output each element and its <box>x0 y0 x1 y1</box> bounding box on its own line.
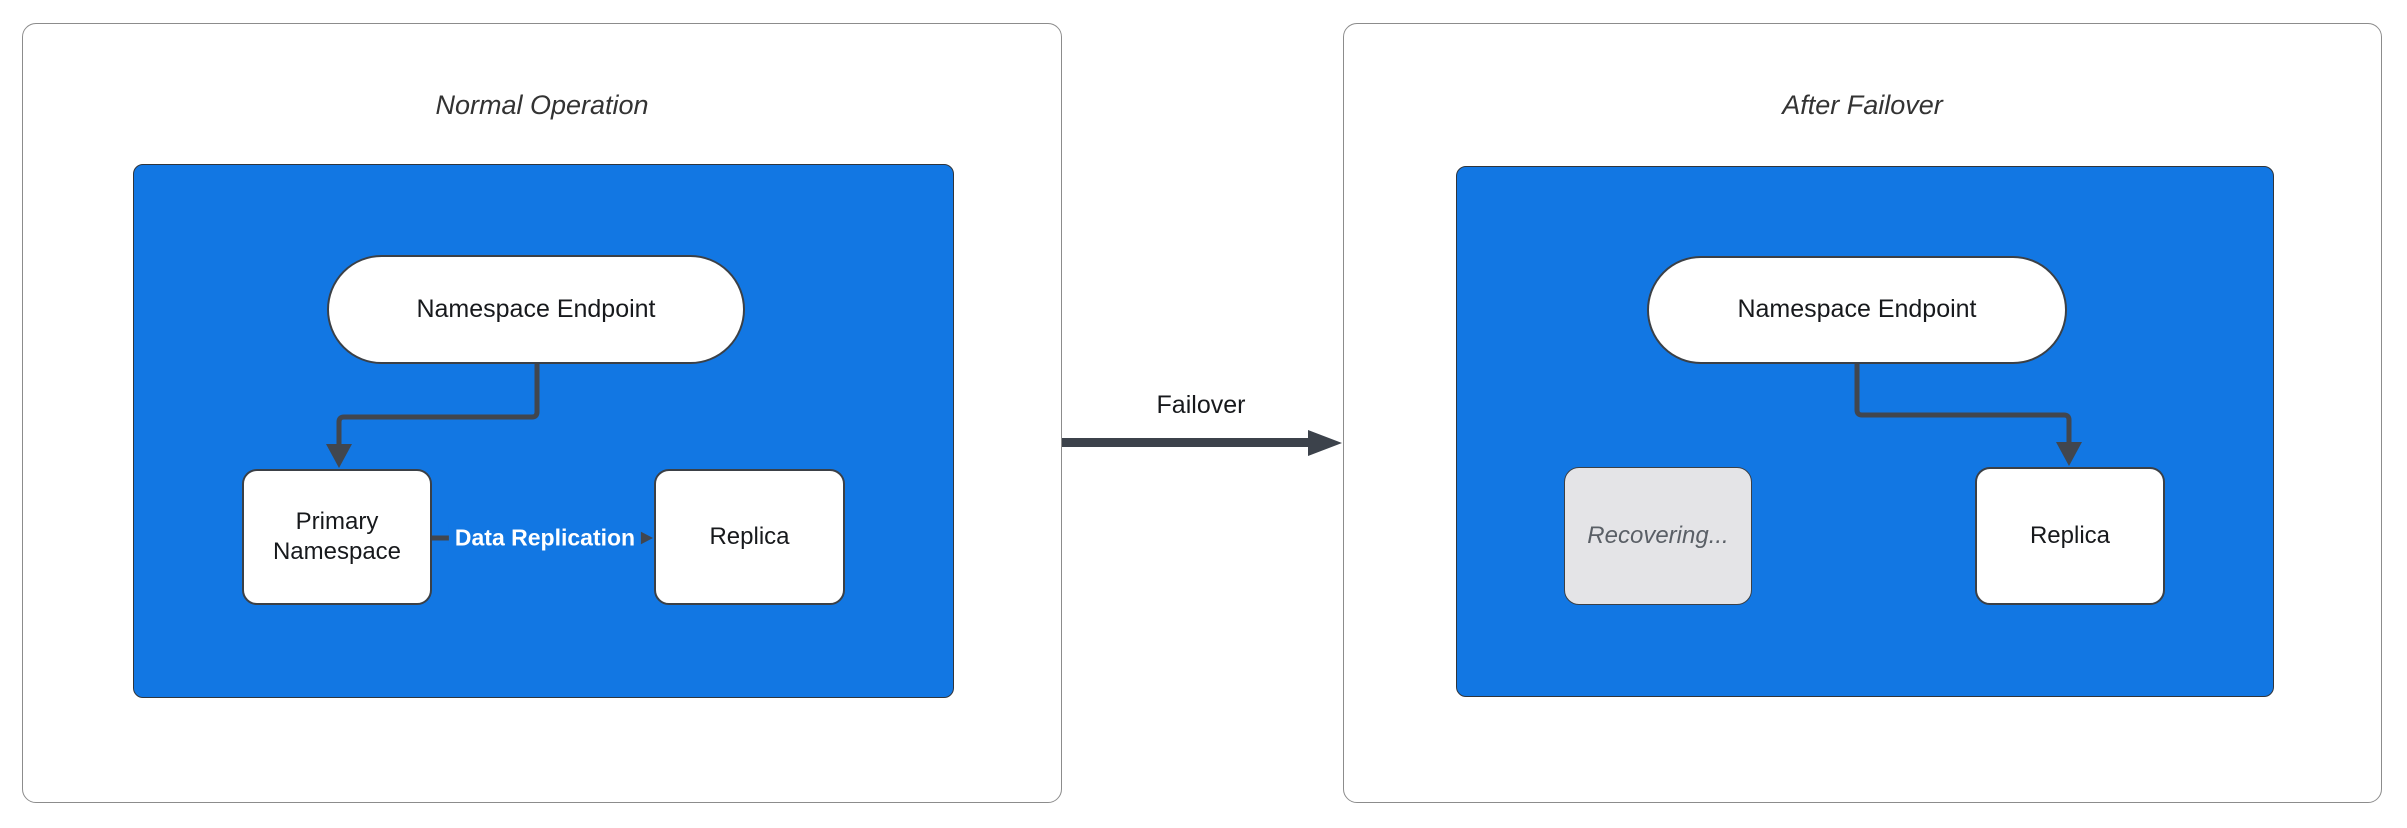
failover-arrowhead-icon <box>1308 430 1342 456</box>
recovering-node: Recovering... <box>1564 467 1752 605</box>
connector-layer <box>1854 364 2082 466</box>
arrowhead-down-icon <box>2056 442 2082 466</box>
connector-layer <box>326 364 653 550</box>
replica-node: Replica <box>654 469 845 605</box>
failover-arrow-line <box>1062 438 1312 447</box>
namespace-endpoint-node: Namespace Endpoint <box>1647 256 2067 364</box>
data-replication-edge-label: Data Replication <box>448 522 642 554</box>
replica-node: Replica <box>1975 467 2165 605</box>
arrowhead-down-icon <box>326 444 352 468</box>
endpoint-to-replica-connector <box>1854 364 2072 444</box>
panel-title: After Failover <box>1782 90 1943 120</box>
namespace-cluster: Namespace Endpoint Primary Namespace Rep… <box>133 164 954 698</box>
namespace-endpoint-node: Namespace Endpoint <box>327 255 745 364</box>
namespace-cluster: Namespace Endpoint Recovering... Replica <box>1456 166 2274 697</box>
failover-edge-label: Failover <box>1156 391 1246 419</box>
panel-title: Normal Operation <box>435 90 649 120</box>
panel-normal-operation: Normal Operation Namespace Endpoint Prim… <box>22 23 1062 803</box>
endpoint-to-primary-connector <box>336 364 540 446</box>
primary-namespace-node: Primary Namespace <box>242 469 432 605</box>
panel-after-failover: After Failover Namespace Endpoint Recove… <box>1343 23 2382 803</box>
